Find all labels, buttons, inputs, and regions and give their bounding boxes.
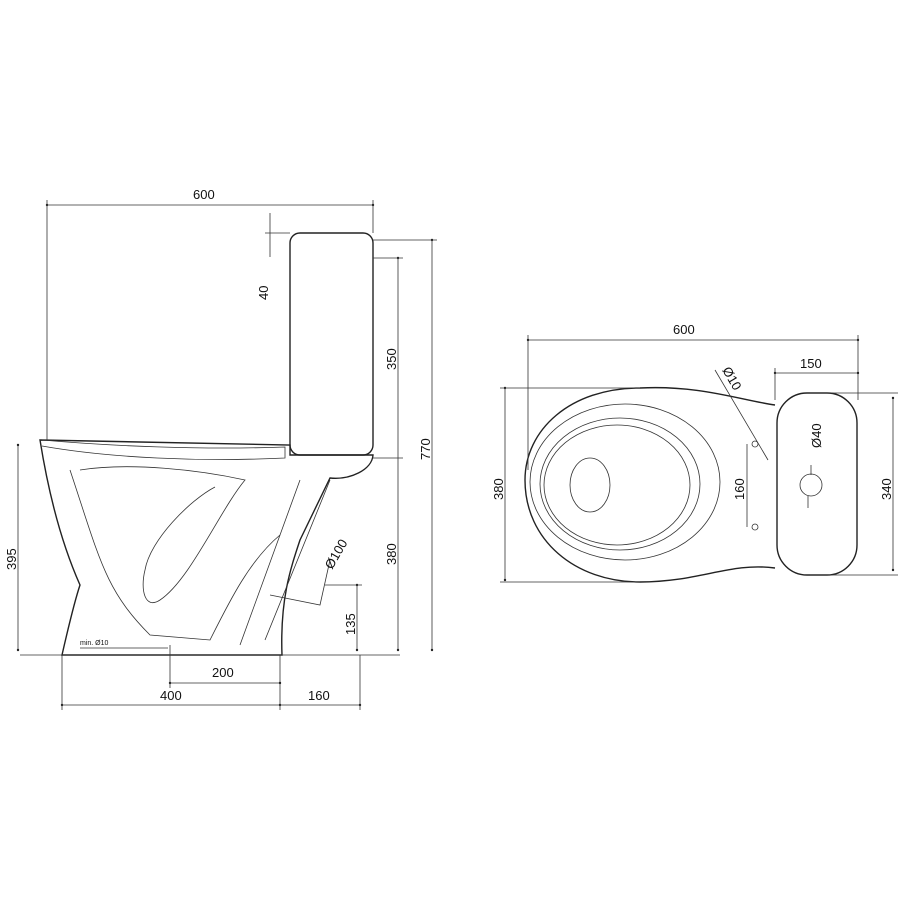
- dim-mount-hole: Ø10: [719, 364, 744, 393]
- dim-tank-depth: 150: [800, 356, 822, 371]
- bowl-opening: [543, 424, 691, 546]
- dim-rim-height: 380: [384, 543, 399, 565]
- dim-outlet-offset: 160: [308, 688, 330, 703]
- dim-bowl-width: 380: [491, 478, 506, 500]
- dim-base-depth: 400: [160, 688, 182, 703]
- seat: [41, 439, 286, 460]
- dim-outlet-diameter: Ø100: [322, 536, 351, 571]
- dim-outlet-height: 135: [343, 613, 358, 635]
- outlet-pipe: [239, 479, 331, 646]
- dim-tank-width: 340: [879, 478, 894, 500]
- tank-top: [776, 392, 858, 576]
- dim-mount-spacing: 200: [212, 665, 234, 680]
- dim-tank-height: 350: [384, 348, 399, 370]
- dim-hole-spacing: 160: [732, 478, 747, 500]
- dim-side-width: 600: [193, 187, 215, 202]
- dim-button-hole: Ø40: [809, 423, 824, 448]
- mount-hole-bottom: [751, 523, 759, 531]
- dim-overall-height: 770: [418, 438, 433, 460]
- bowl-top-outline: [524, 386, 776, 583]
- cistern: [289, 232, 374, 456]
- top-view: 600 150 380 340 160 Ø10 Ø40: [491, 322, 898, 583]
- trap-channel: [69, 466, 281, 641]
- flush-button-hole: [799, 473, 823, 497]
- mount-hole-top: [751, 440, 759, 448]
- top-dimension-lines: [500, 335, 898, 583]
- seat-inner: [539, 417, 701, 551]
- dim-lid-gap: 40: [256, 286, 271, 300]
- mount-note: min. Ø10: [80, 640, 109, 647]
- side-dimension-lines: [16, 200, 437, 710]
- bowl-outline: [39, 439, 374, 656]
- dim-seat-height: 395: [4, 548, 19, 570]
- drain-hole: [569, 457, 611, 513]
- dim-top-width: 600: [673, 322, 695, 337]
- seat-outer: [529, 403, 721, 561]
- side-view: 600 40 350 770 395 380 Ø100 135 200 400 …: [4, 187, 437, 710]
